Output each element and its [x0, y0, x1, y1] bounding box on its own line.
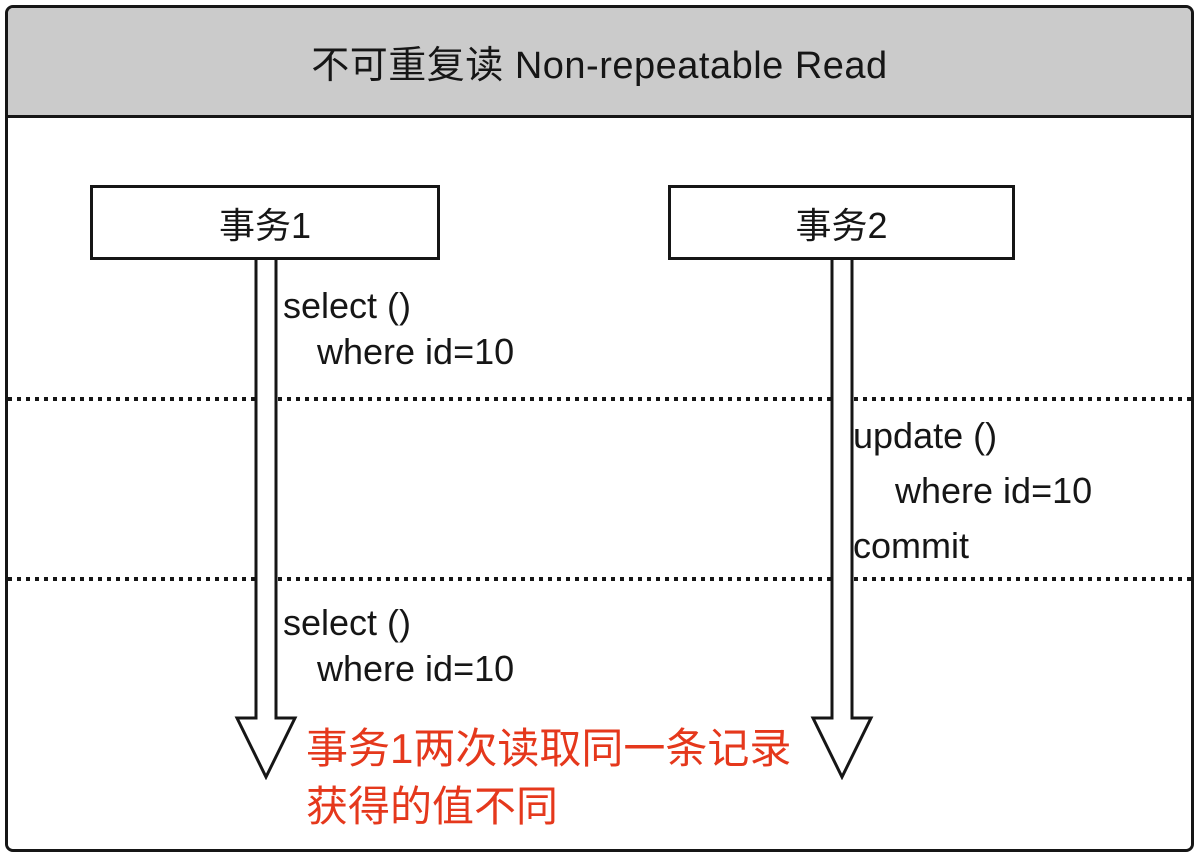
- t2-update-line3: commit: [853, 525, 969, 566]
- time-divider-2: [8, 577, 1191, 581]
- t2-update-step: update () where id=10 commit: [853, 408, 1092, 573]
- time-divider-1: [8, 397, 1191, 401]
- t1-first-select-line2: where id=10: [317, 331, 515, 372]
- transaction-1-label: 事务1: [218, 204, 312, 246]
- transaction-1-box: 事务1: [90, 185, 440, 260]
- diagram-title: 不可重复读 Non-repeatable Read: [311, 45, 888, 87]
- transaction-1-lifeline-arrow-icon: [234, 258, 298, 780]
- non-repeatable-read-note: 事务1两次读取同一条记录 获得的值不同: [306, 720, 791, 836]
- note-line2: 获得的值不同: [306, 783, 559, 830]
- note-line1: 事务1两次读取同一条记录: [306, 725, 792, 772]
- t1-second-select-line2: where id=10: [317, 648, 515, 689]
- t2-update-line1: update (): [853, 415, 998, 456]
- diagram-title-bar: 不可重复读 Non-repeatable Read: [8, 8, 1191, 118]
- diagram-canvas: 事务1 事务2 select () where id=10 update () …: [8, 118, 1191, 849]
- diagram-frame: 不可重复读 Non-repeatable Read 事务1 事务2 select…: [5, 5, 1194, 852]
- t1-first-select-step: select () where id=10: [283, 283, 514, 375]
- transaction-2-box: 事务2: [668, 185, 1015, 260]
- transaction-2-label: 事务2: [795, 204, 888, 246]
- transaction-2-lifeline-arrow-icon: [810, 258, 874, 780]
- t1-second-select-line1: select (): [283, 602, 412, 643]
- t2-update-line2: where id=10: [895, 470, 1093, 511]
- t1-first-select-line1: select (): [283, 285, 412, 326]
- t1-second-select-step: select () where id=10: [283, 600, 514, 692]
